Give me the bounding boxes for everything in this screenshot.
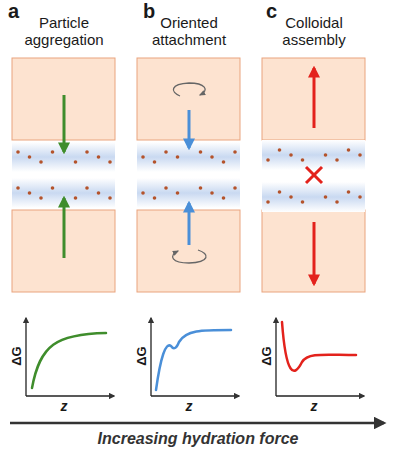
axis-label: ΔG bbox=[260, 346, 275, 365]
interface-panel bbox=[262, 58, 365, 292]
approach-arrow bbox=[63, 198, 66, 258]
axis-label: z bbox=[61, 398, 68, 414]
panel-letter: b bbox=[143, 0, 155, 23]
interface-panel bbox=[12, 58, 115, 292]
repulsion-arrow bbox=[313, 68, 316, 128]
approach-arrow bbox=[63, 95, 66, 152]
approach-arrow bbox=[188, 110, 191, 148]
energy-plot bbox=[26, 318, 114, 396]
axis-label: ΔG bbox=[135, 346, 150, 365]
panel-title: Colloidal assembly bbox=[258, 14, 370, 49]
panel-letter: c bbox=[266, 0, 277, 23]
rotation-arrow bbox=[173, 250, 207, 263]
repulsion-arrow bbox=[313, 222, 316, 284]
panel-letter: a bbox=[8, 0, 19, 23]
axis-label: z bbox=[311, 398, 318, 414]
rotation-arrow bbox=[173, 83, 205, 96]
panel-title: Particle aggregation bbox=[8, 14, 120, 49]
approach-arrow bbox=[188, 203, 191, 245]
interface-panel bbox=[137, 58, 240, 292]
energy-plot bbox=[276, 318, 364, 396]
axis-label: z bbox=[186, 398, 193, 414]
energy-plot bbox=[151, 318, 239, 396]
trend-arrow bbox=[10, 422, 384, 425]
axis-label: ΔG bbox=[10, 346, 25, 365]
blocked-mark bbox=[306, 167, 322, 183]
panel-title: Oriented attachment bbox=[133, 14, 245, 49]
trend-label: Increasing hydration force bbox=[8, 430, 388, 448]
